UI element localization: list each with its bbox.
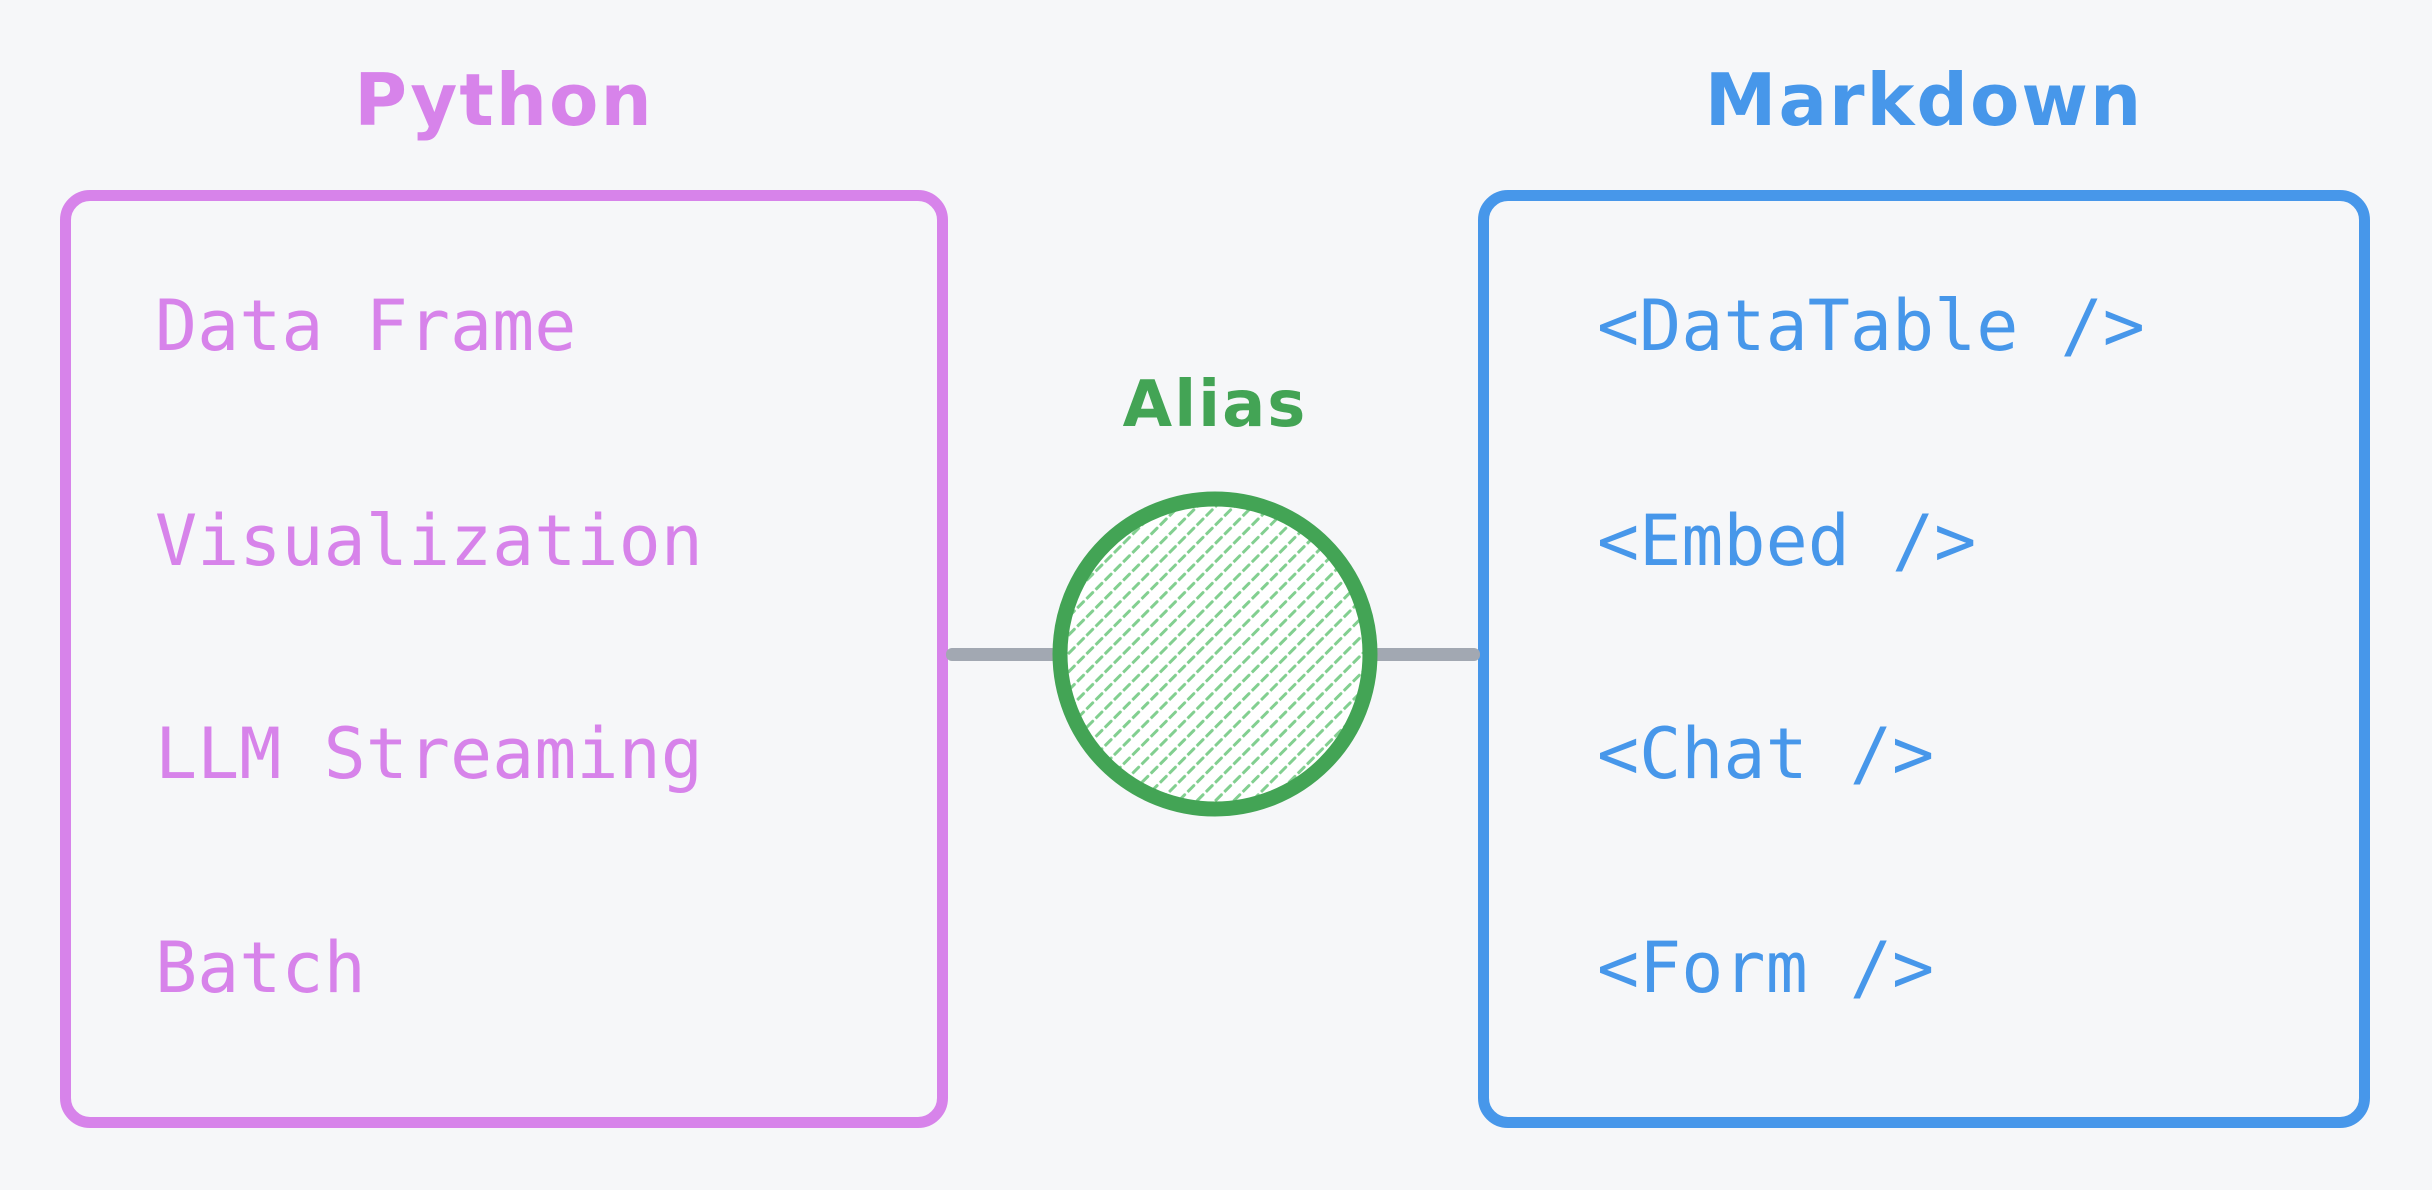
markdown-item-datatable: <DataTable /> [1597, 285, 2145, 367]
connector-left-line [946, 648, 1064, 661]
markdown-item-form: <Form /> [1597, 927, 1935, 1009]
python-item-data-frame: Data Frame [155, 285, 577, 367]
markdown-item-embed: <Embed /> [1597, 500, 1977, 582]
python-item-visualization: Visualization [155, 500, 703, 582]
alias-circle [1052, 491, 1378, 817]
python-item-llm-streaming: LLM Streaming [155, 713, 703, 795]
python-box-title: Python [354, 58, 654, 142]
python-item-batch: Batch [155, 927, 366, 1009]
markdown-box: <DataTable /> <Embed /> <Chat /> <Form /… [1478, 190, 2370, 1128]
alias-label: Alias [1122, 368, 1308, 442]
markdown-item-chat: <Chat /> [1597, 713, 1935, 795]
python-box: Data Frame Visualization LLM Streaming B… [60, 190, 948, 1128]
alias-circle-outline [1052, 491, 1378, 817]
markdown-box-title: Markdown [1704, 58, 2144, 142]
connector-right-line [1364, 648, 1480, 661]
